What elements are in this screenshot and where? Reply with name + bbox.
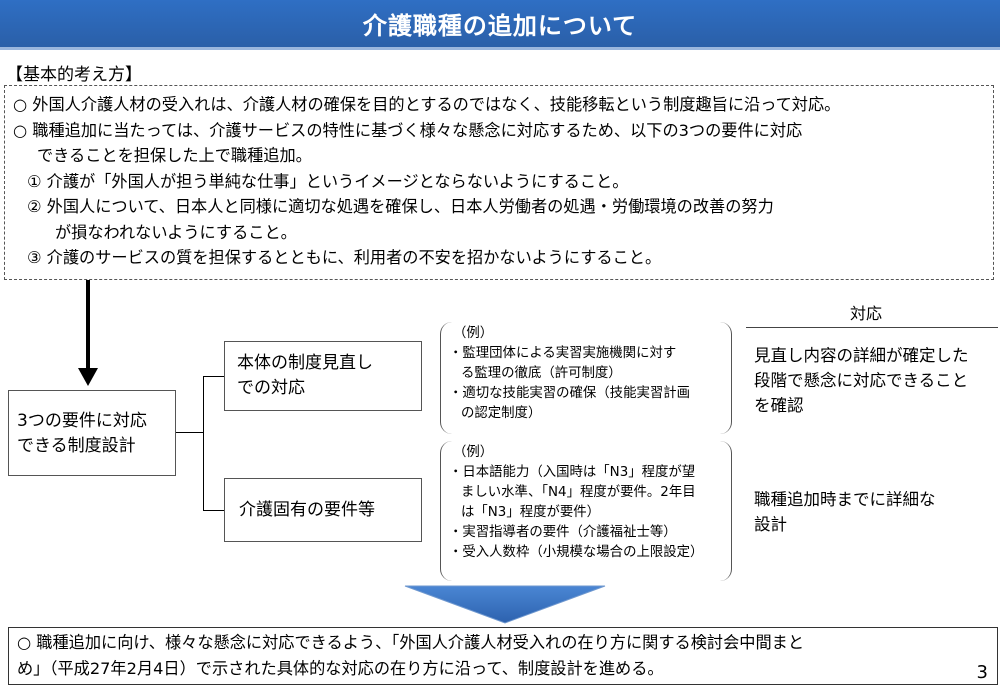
basic-principles-box: ○ 外国人介護人材の受入れは、介護人材の確保を目的とするのではなく、技能移転とい… — [4, 85, 994, 280]
connector-line — [176, 432, 203, 433]
connector-line — [203, 510, 224, 511]
example-item: ましい水準、「N4」程度が要件。2年目 — [461, 485, 696, 500]
requirement-item: ② 外国人について、日本人と同様に適切な処遇を確保し、日本人労働者の処遇・労働環… — [27, 197, 774, 216]
page-number: 3 — [976, 662, 988, 683]
title-bar: 介護職種の追加について — [0, 0, 1000, 50]
page-title: 介護職種の追加について — [362, 12, 638, 40]
example-item: ・実習指導者の要件（介護福祉士等） — [449, 525, 677, 540]
basic-principles-heading: 【基本的考え方】 — [6, 65, 142, 85]
examples-review-bracket: （例） ・監理団体による実習実施機関に対す る監理の徹底（許可制度） ・適切な技… — [440, 322, 732, 434]
examples-specific-bracket: （例） ・日本語能力（入国時は「N3」程度が望 ましい水準、「N4」程度が要件。… — [440, 441, 732, 581]
example-item: の認定制度） — [461, 406, 542, 421]
principle-line: ○ 職種追加に当たっては、介護サービスの特性に基づく様々な懸念に対応するため、以… — [13, 120, 803, 140]
care-specific-requirements-box: 介護固有の要件等 — [224, 478, 422, 542]
down-arrow-large-icon — [404, 585, 606, 624]
response-specific-text: 職種追加時までに詳細な 設計 — [754, 490, 936, 534]
requirement-item: が損なわれないようにすること。 — [55, 222, 297, 242]
example-item: ・日本語能力（入国時は「N3」程度が望 — [449, 465, 696, 480]
requirement-item: ① 介護が「外国人が担う単純な仕事」というイメージとならないようにすること。 — [27, 171, 629, 191]
example-item: ・適切な技能実習の確保（技能実習計画 — [449, 386, 691, 401]
system-design-box: 3つの要件に対応 できる制度設計 — [8, 390, 176, 476]
conclusion-box: ○ 職種追加に向け、様々な懸念に対応できるよう、「外国人介護人材受入れの在り方に… — [8, 627, 998, 685]
example-item: ・監理団体による実習実施機関に対す — [449, 346, 677, 361]
principle-line: ○ 外国人介護人材の受入れは、介護人材の確保を目的とするのではなく、技能移転とい… — [13, 95, 841, 114]
response-divider — [746, 327, 998, 328]
down-arrow-icon — [78, 368, 98, 386]
response-heading: 対応 — [850, 304, 883, 323]
conclusion-line: ○ 職種追加に向け、様々な懸念に対応できるよう、「外国人介護人材受入れの在り方に… — [17, 633, 805, 652]
connector-line — [203, 376, 204, 510]
system-review-box: 本体の制度見直し での対応 — [224, 341, 422, 411]
principle-line: できることを担保した上で職種追加。 — [37, 146, 312, 165]
example-item: ・受入人数枠（小規模な場合の上限設定） — [449, 545, 704, 560]
requirement-item: ③ 介護のサービスの質を担保するとともに、利用者の不安を招かないようにすること。 — [27, 248, 662, 267]
response-review-text: 見直し内容の詳細が確定した 段階で懸念に対応できること を確認 — [754, 346, 969, 415]
example-item: る監理の徹底（許可制度） — [461, 366, 622, 381]
down-arrow-shaft — [86, 280, 90, 372]
example-item: は「N3」程度が要件） — [461, 505, 601, 520]
conclusion-line: め」（平成27年2月4日）で示された具体的な対応の在り方に沿って、制度設計を進め… — [17, 659, 664, 678]
connector-line — [203, 376, 224, 377]
